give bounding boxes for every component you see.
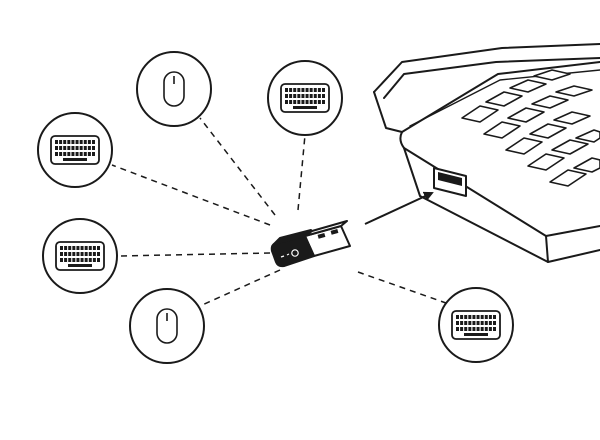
device-mouse-top [136, 51, 212, 127]
connector-keyboard-left-lower [117, 252, 271, 257]
connector-lines [111, 117, 447, 307]
laptop-keys [461, 69, 600, 187]
keyboard-icon [50, 135, 100, 165]
device-keyboard-right [438, 287, 514, 363]
connector-keyboard-left-upper [111, 164, 271, 226]
connector-mouse-bottom [199, 269, 281, 307]
connector-mouse-top [199, 117, 276, 216]
device-mouse-bottom [129, 288, 205, 364]
mouse-icon [163, 71, 185, 107]
usb-port-icon [433, 167, 467, 197]
keyboard-icon [55, 241, 105, 271]
connector-keyboard-top [297, 134, 306, 211]
keyboard-icon [280, 83, 330, 113]
device-keyboard-left-lower [42, 218, 118, 294]
device-keyboard-top [267, 60, 343, 136]
connector-keyboard-right [357, 271, 447, 304]
arrow-to-laptop [364, 191, 434, 225]
laptop-icon [373, 43, 600, 263]
device-keyboard-left-upper [37, 112, 113, 188]
mouse-icon [156, 308, 178, 344]
usb-receiver-icon [270, 220, 351, 268]
keyboard-icon [451, 310, 501, 340]
